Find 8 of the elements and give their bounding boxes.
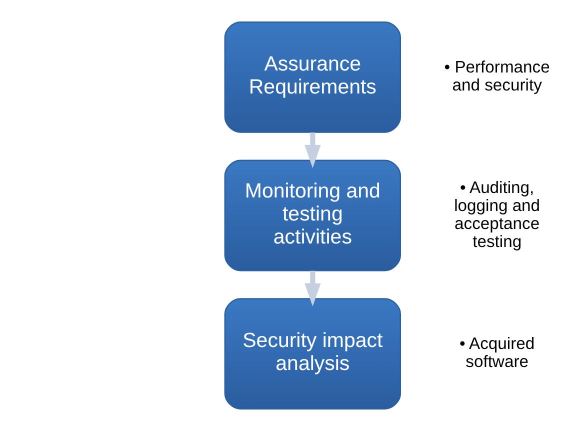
node-label: • Auditing, logging and acceptance testing bbox=[454, 178, 540, 251]
node-box: Monitoring and testing activities bbox=[224, 160, 402, 272]
arrow bbox=[304, 270, 321, 306]
node-label: • Performance and security bbox=[444, 58, 550, 95]
node-box: Assurance Requirements bbox=[224, 21, 402, 133]
arrow bbox=[304, 132, 321, 168]
node-box: Security impact analysis bbox=[224, 298, 402, 410]
node-label: • Acquired software bbox=[460, 334, 535, 372]
